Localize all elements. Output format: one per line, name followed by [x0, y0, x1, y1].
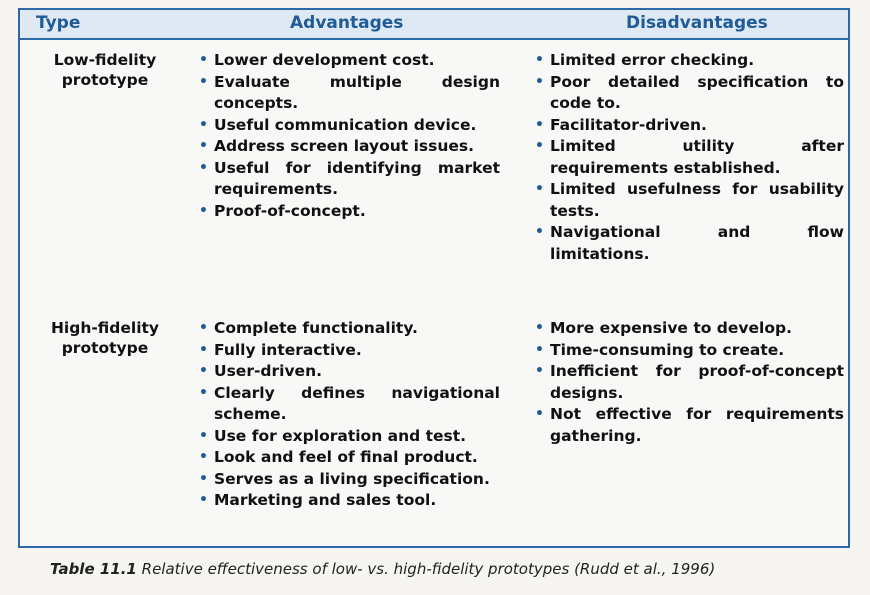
bullet-icon: •: [199, 320, 208, 336]
bullet-icon: •: [199, 116, 208, 133]
low-fidelity-advantages-list: •Lower development cost. •Evaluate multi…: [196, 50, 500, 222]
list-item: •Clearly defines navigational scheme.: [199, 383, 500, 424]
bullet-icon: •: [535, 224, 544, 240]
list-item: •Evaluate multiple design concepts.: [199, 72, 500, 113]
list-item: •Useful communication device.: [196, 115, 500, 137]
list-item: •Time-consuming to create.: [532, 340, 844, 362]
list-item: •Lower development cost.: [196, 50, 500, 72]
list-item: •Address screen layout issues.: [196, 136, 500, 158]
bullet-icon: •: [199, 470, 208, 487]
list-item: •Marketing and sales tool.: [196, 490, 500, 512]
bullet-icon: •: [199, 341, 208, 358]
bullet-icon: •: [535, 320, 544, 336]
header-disadvantages: Disadvantages: [626, 13, 768, 33]
type-high-line1: High-fidelity: [50, 319, 160, 337]
bullet-icon: •: [199, 492, 208, 508]
list-item: •Navigational and flow limitations.: [535, 223, 844, 263]
bullet-icon: •: [535, 116, 544, 133]
caption-number: Table 11.1: [50, 560, 137, 578]
bullet-icon: •: [199, 384, 208, 401]
list-item: •Complete functionality.: [196, 318, 500, 340]
list-item: •Limited utility after requirements esta…: [535, 137, 844, 177]
bullet-icon: •: [199, 52, 208, 68]
bullet-icon: •: [535, 73, 544, 90]
list-item: •Proof-of-concept.: [196, 201, 500, 223]
high-fidelity-advantages-list: •Complete functionality. •Fully interact…: [196, 318, 500, 512]
list-item: •User-driven.: [196, 361, 500, 383]
bullet-icon: •: [535, 363, 544, 379]
caption-text: Relative effectiveness of low- vs. high-…: [141, 560, 716, 578]
bullet-icon: •: [535, 138, 544, 154]
list-item: •Use for exploration and test.: [196, 426, 500, 448]
list-item: •Limited usefulness for usability tests.: [535, 180, 844, 220]
list-item: •Not effective for requirements gatherin…: [535, 405, 844, 445]
list-item: •More expensive to develop.: [532, 318, 844, 340]
type-high-fidelity: High-fidelity prototype: [30, 318, 180, 358]
list-item: •Look and feel of final product.: [196, 447, 500, 469]
header-advantages: Advantages: [290, 13, 404, 33]
table-header-row: Type Advantages Disadvantages: [20, 10, 848, 40]
bullet-icon: •: [199, 202, 208, 219]
table-caption: Table 11.1 Relative effectiveness of low…: [50, 560, 715, 578]
bullet-icon: •: [199, 363, 208, 379]
bullet-icon: •: [535, 406, 544, 422]
type-high-line2: prototype: [61, 339, 149, 357]
list-item: •Fully interactive.: [196, 340, 500, 362]
list-item: •Limited error checking.: [532, 50, 844, 72]
bullet-icon: •: [199, 159, 208, 176]
list-item: •Facilitator-driven.: [532, 115, 844, 137]
low-fidelity-disadvantages-list: •Limited error checking. •Poor detailed …: [532, 50, 844, 265]
list-item: •Poor detailed specification to code to.: [535, 72, 844, 113]
list-item: •Inefficient for proof-of-concept design…: [535, 362, 844, 402]
bullet-icon: •: [199, 73, 208, 90]
list-item: •Useful for identifying market requireme…: [199, 158, 500, 199]
header-type: Type: [36, 13, 81, 33]
bullet-icon: •: [535, 52, 544, 68]
bullet-icon: •: [535, 341, 544, 358]
bullet-icon: •: [199, 449, 208, 465]
high-fidelity-disadvantages-list: •More expensive to develop. •Time-consum…: [532, 318, 844, 447]
comparison-table: Type Advantages Disadvantages Low-fideli…: [18, 8, 850, 548]
bullet-icon: •: [199, 138, 208, 154]
bullet-icon: •: [199, 427, 208, 444]
list-item: •Serves as a living specification.: [196, 469, 500, 491]
type-low-fidelity: Low-fidelity prototype: [30, 50, 180, 90]
type-low-line2: prototype: [61, 71, 149, 89]
type-low-line1: Low-fidelity: [53, 51, 157, 69]
bullet-icon: •: [535, 181, 544, 197]
